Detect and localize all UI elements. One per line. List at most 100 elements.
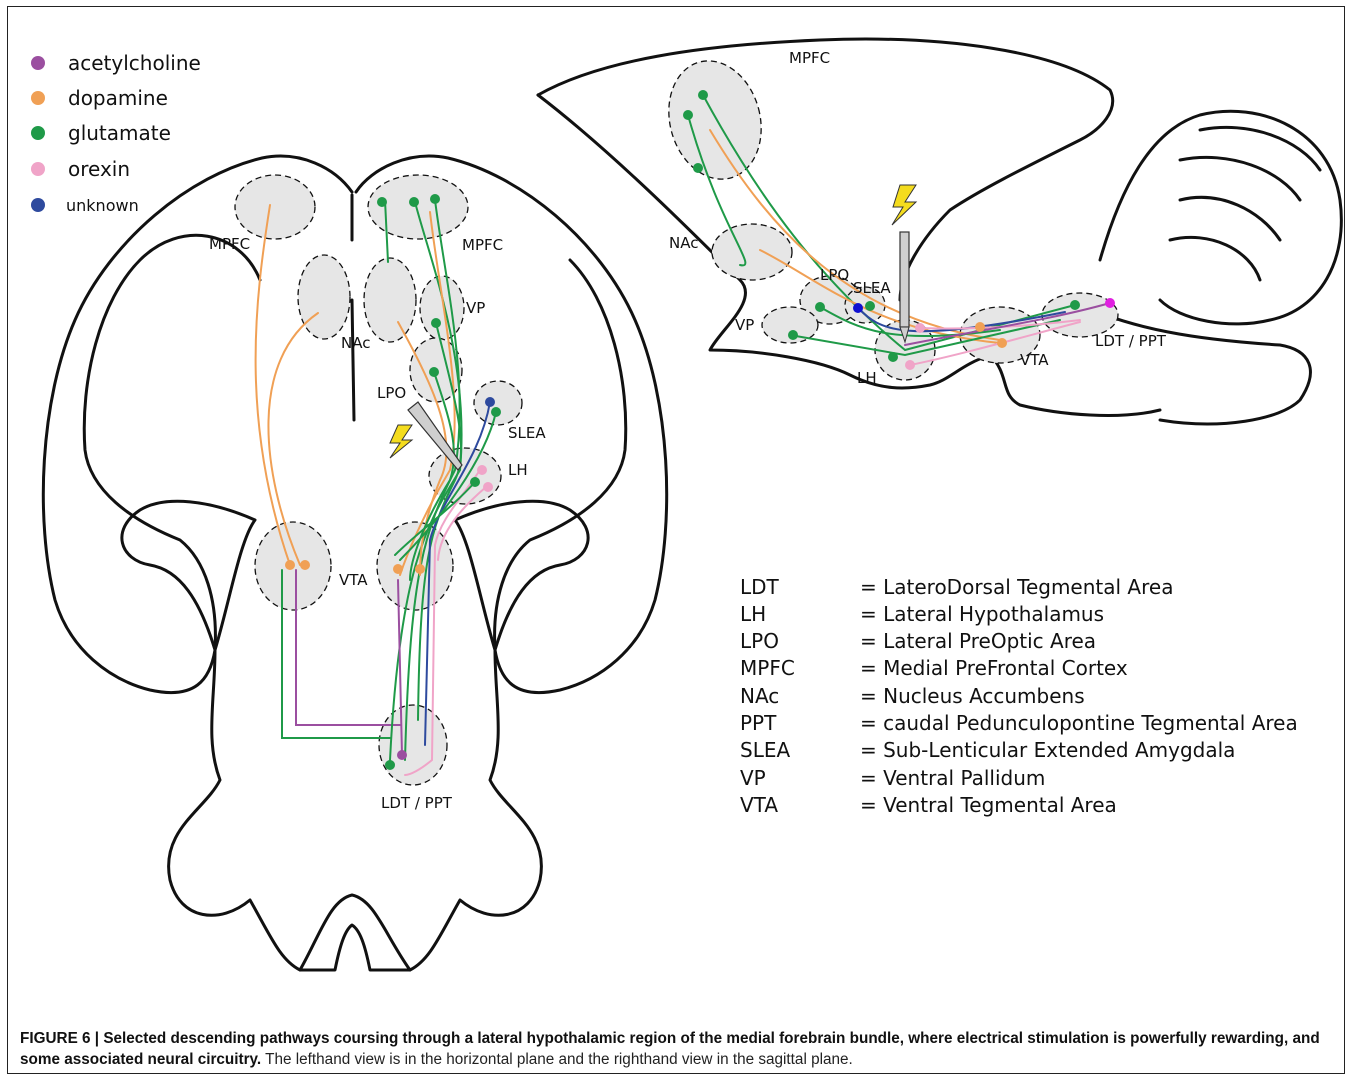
lightning-bolt-icon-sag [892,185,916,225]
cell-glutamate [377,197,387,207]
abbreviation-list: LDT = LateroDorsal Tegmental Area LH = L… [740,575,1298,817]
abbr-term: LPO [740,629,779,653]
legend-label-unknown: unknown [66,196,139,215]
label-lpo: LPO [377,384,406,402]
abbr-definition: = Lateral Hypothalamus [860,602,1104,626]
cell-glutamate [865,301,875,311]
abbr-term: SLEA [740,738,790,762]
lightning-bolt-icon [390,425,412,458]
label-vp-sag: VP [735,316,754,334]
label-mpfc-sag: MPFC [789,49,830,67]
abbr-term: LH [740,602,766,626]
sagittal-cortex-underside [538,95,1160,415]
abbr-definition: = LateroDorsal Tegmental Area [860,575,1173,599]
cell-orexin [483,482,493,492]
cell-acetylcholine [397,750,407,760]
cell-glutamate [683,110,693,120]
abbr-definition: = Sub-Lenticular Extended Amygdala [860,738,1235,762]
region-mpfc-right [368,175,468,239]
cell-glutamate [698,90,708,100]
sagittal-cerebellum-outline [1100,111,1341,324]
legend-swatch-glutamate [31,126,45,140]
stimulating-electrode-sag [900,232,909,327]
label-mpfc-left: MPFC [209,235,250,253]
label-nac-sag: NAc [669,234,698,252]
abbr-term: MPFC [740,656,795,680]
cell-glutamate [491,407,501,417]
sagittal-view: MPFC NAc LPO SLEA VP LH VTA LDT / PPT [538,39,1341,424]
label-lh: LH [508,461,528,479]
legend: acetylcholine dopamine glutamate orexin … [31,51,201,215]
abbr-definition: = Medial PreFrontal Cortex [860,656,1128,680]
abbr-term: NAc [740,684,779,708]
abbr-term: LDT [740,575,780,599]
label-nac: NAc [341,334,370,352]
cell-glutamate [888,352,898,362]
legend-swatch-acetylcholine [31,56,45,70]
region-nac-left [298,255,350,339]
label-slea: SLEA [508,424,546,442]
region-mpfc-sag [656,50,774,189]
cell-dopamine [997,338,1007,348]
legend-label-dopamine: dopamine [68,86,168,110]
horizontal-pons [300,895,410,970]
horizontal-temporal-left [122,501,255,650]
horizontal-brainstem [169,650,542,970]
cell-glutamate [815,302,825,312]
cell-glutamate [470,477,480,487]
cell-dopamine [300,560,310,570]
horizontal-midline [352,195,354,420]
cell-dopamine [415,564,425,574]
cell-glutamate [431,318,441,328]
cell-unknown [485,397,495,407]
label-mpfc-right: MPFC [462,236,503,254]
abbr-definition: = Lateral PreOptic Area [860,629,1096,653]
cell-orexin [905,360,915,370]
figure-caption: FIGURE 6 | Selected descending pathways … [20,1028,1338,1070]
cell-glutamate [1070,300,1080,310]
label-vp: VP [466,299,485,317]
region-slea [474,381,522,425]
region-nac-right [364,258,416,342]
cell-glutamate [430,194,440,204]
horizontal-brain-outline [43,156,352,693]
cell-dopamine [393,564,403,574]
label-lpo-sag: LPO [820,266,849,284]
legend-label-orexin: orexin [68,157,130,181]
horizontal-temporal-right [455,501,588,650]
cell-glutamate [409,197,419,207]
cell-orexin [915,323,925,333]
abbr-definition: = caudal Pedunculopontine Tegmental Area [860,711,1298,735]
label-ldt-ppt-sag: LDT / PPT [1095,332,1167,350]
region-mpfc-left [235,175,315,239]
cell-unknown [853,303,863,313]
abbr-term: VP [740,766,766,790]
label-ldt-ppt: LDT / PPT [381,794,453,812]
cell-glutamate [693,163,703,173]
label-lh-sag: LH [857,369,877,387]
abbr-definition: = Nucleus Accumbens [860,684,1085,708]
label-vta: VTA [339,571,368,589]
region-vp [420,276,464,340]
abbr-term: VTA [740,793,778,817]
label-slea-sag: SLEA [853,279,891,297]
legend-swatch-orexin [31,162,45,176]
abbr-definition: = Ventral Tegmental Area [860,793,1117,817]
legend-swatch-dopamine [31,91,45,105]
cell-glutamate [429,367,439,377]
region-nac-sag [712,224,792,280]
cell-glutamate [385,760,395,770]
cell-dopamine [285,560,295,570]
sagittal-cerebellum-folia [1170,127,1320,280]
cell-dopamine [975,322,985,332]
legend-swatch-unknown [31,198,45,212]
cell-acetylcholine [1105,298,1115,308]
legend-label-glutamate: glutamate [68,121,171,145]
caption-text: The lefthand view is in the horizontal p… [261,1051,853,1068]
cell-glutamate [788,330,798,340]
horizontal-view: MPFC MPFC NAc VP LPO SLEA LH VTA LDT / P… [43,156,666,970]
label-vta-sag: VTA [1020,351,1049,369]
abbr-term: PPT [740,711,777,735]
cell-orexin [477,465,487,475]
